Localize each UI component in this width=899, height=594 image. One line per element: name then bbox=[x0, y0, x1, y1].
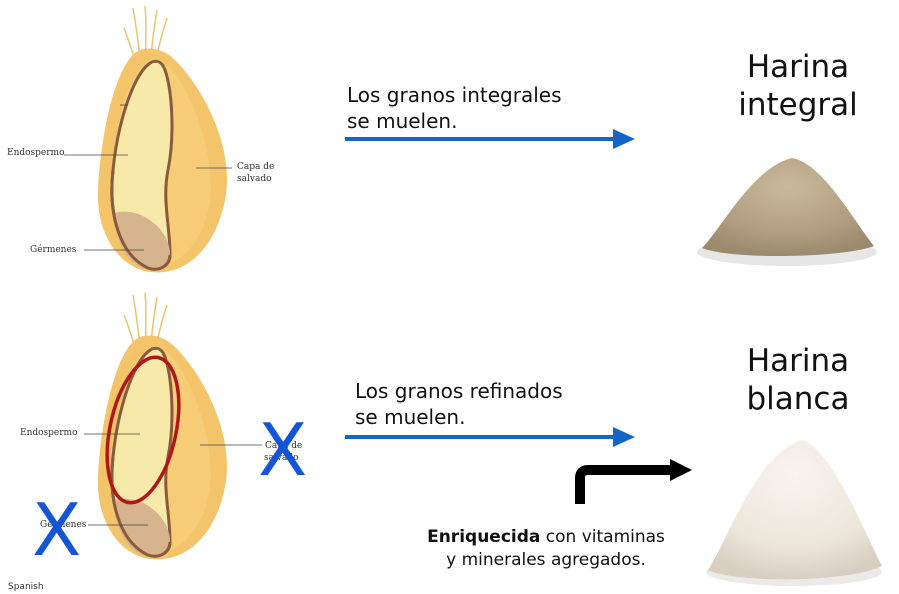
label-bran-2: salvado bbox=[237, 174, 272, 184]
arrow-right bbox=[345, 129, 635, 149]
label-germ: Gérmenes bbox=[30, 245, 77, 255]
label-bran: Capa de bbox=[237, 162, 275, 172]
label-bran: Capa de bbox=[265, 441, 303, 451]
bent-arrow-icon bbox=[575, 459, 692, 504]
endosperm-highlight-circle bbox=[105, 355, 181, 505]
germ bbox=[113, 498, 170, 557]
enriched-bold: Enriquecida bbox=[427, 527, 541, 547]
bran-removed-x-icon: X bbox=[258, 408, 308, 492]
label-bran-2: salvado bbox=[264, 453, 299, 463]
enriched-rest: con vitaminas bbox=[540, 527, 665, 547]
whole-flour-image bbox=[697, 158, 877, 266]
enriched-line-1: Enriquecida con vitaminas bbox=[396, 526, 696, 549]
label-germ: Gérmenes bbox=[40, 520, 87, 530]
whole-grain-statement: Los granos integrales se muelen. bbox=[347, 82, 562, 134]
germ-removed-x-icon: X bbox=[32, 488, 82, 572]
statement-line-1: Los granos integrales bbox=[347, 83, 562, 107]
white-flour-image bbox=[706, 440, 882, 586]
product-line-1: Harina bbox=[746, 343, 850, 379]
statement-line-2: se muelen. bbox=[355, 405, 466, 429]
enriched-line-2: y minerales agregados. bbox=[446, 550, 646, 570]
statement-line-1: Los granos refinados bbox=[355, 379, 563, 403]
refined-grain-diagram bbox=[84, 292, 262, 560]
whole-flour-title: Harina integral bbox=[698, 48, 898, 124]
enriched-note: Enriquecida con vitaminas y minerales ag… bbox=[396, 526, 696, 572]
product-line-2: blanca bbox=[746, 381, 850, 417]
whole-grain-diagram bbox=[64, 5, 232, 273]
language-label: Spanish bbox=[8, 582, 44, 592]
white-flour-title: Harina blanca bbox=[698, 342, 898, 418]
germ bbox=[113, 211, 170, 270]
arrow-right bbox=[345, 427, 635, 447]
product-line-2: integral bbox=[738, 87, 858, 123]
statement-line-2: se muelen. bbox=[347, 109, 458, 133]
label-endosperm: Endospermo bbox=[7, 148, 65, 158]
product-line-1: Harina bbox=[746, 49, 850, 85]
refined-grain-statement: Los granos refinados se muelen. bbox=[355, 378, 563, 430]
label-endosperm: Endospermo bbox=[20, 428, 78, 438]
